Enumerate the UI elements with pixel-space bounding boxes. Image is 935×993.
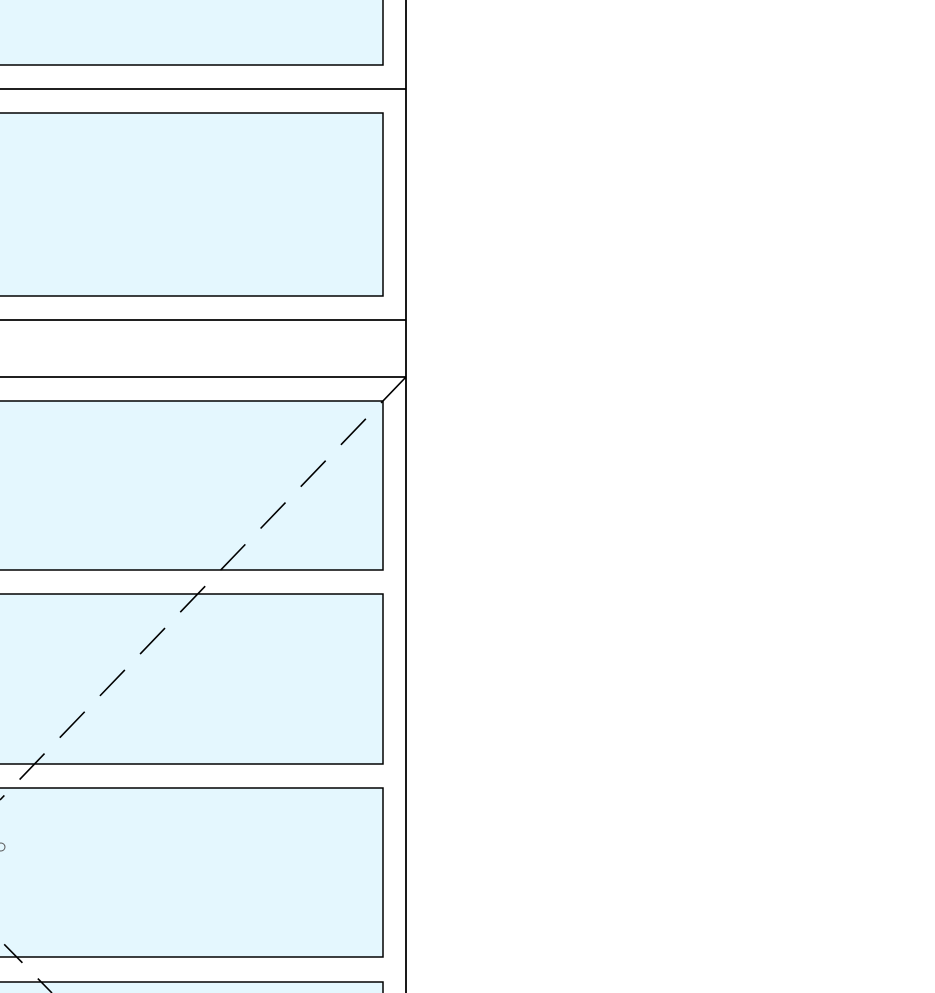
glass-pane-door-4 xyxy=(0,981,384,993)
glass-pane-upper xyxy=(0,112,384,297)
frame-lines xyxy=(0,0,407,993)
swing-line-upper xyxy=(0,376,407,801)
glass-pane-door-2 xyxy=(0,593,384,765)
swing-line-lower xyxy=(0,939,53,993)
door-handle-icon xyxy=(0,842,6,852)
window-panes xyxy=(0,0,384,993)
glass-pane-door-3 xyxy=(0,787,384,958)
door-swing-indicator xyxy=(0,376,407,993)
glass-pane-door-1 xyxy=(0,400,384,571)
glass-pane-top xyxy=(0,0,384,66)
